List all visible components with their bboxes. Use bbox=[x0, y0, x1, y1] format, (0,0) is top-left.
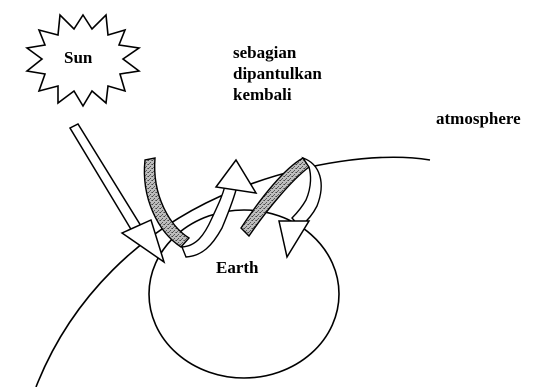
reflected-label-line-1: sebagian bbox=[233, 43, 296, 63]
reflected-label-line-2: dipantulkan bbox=[233, 64, 322, 84]
atmosphere-label: atmosphere bbox=[436, 109, 521, 129]
sun-label: Sun bbox=[64, 48, 92, 68]
earth-label: Earth bbox=[216, 258, 259, 278]
curved-arrow-icon bbox=[144, 158, 256, 257]
reflected-label-line-3: kembali bbox=[233, 85, 292, 105]
curved-arrow-icon bbox=[241, 158, 321, 257]
